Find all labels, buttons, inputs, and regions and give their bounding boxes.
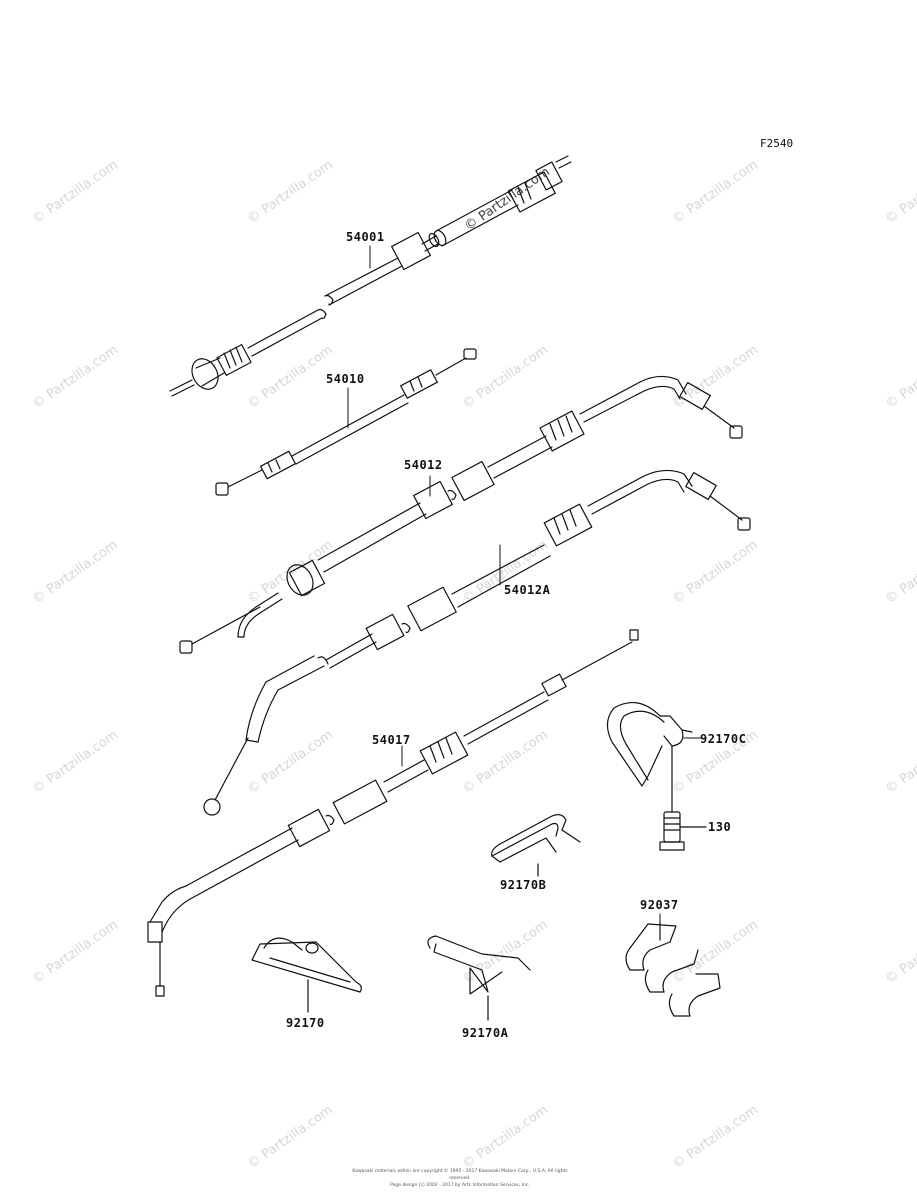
cable-54001 (170, 156, 571, 396)
part-label-92170A[interactable]: 92170A (462, 1026, 509, 1040)
clamp-92170A (428, 936, 530, 1020)
leader-lines (348, 246, 702, 925)
part-label-54001[interactable]: 54001 (346, 230, 385, 244)
part-label-54012A[interactable]: 54012A (504, 583, 551, 597)
cable-54017 (148, 630, 638, 996)
part-label-54012[interactable]: 54012 (404, 458, 443, 472)
cable-54012A (204, 470, 750, 815)
part-label-92170B[interactable]: 92170B (500, 878, 547, 892)
clamp-92170B (492, 815, 580, 876)
clamp-92037 (626, 922, 720, 1016)
copyright-line-1: Kawasaki materials within are copyright … (352, 1169, 568, 1181)
figure-code: F2540 (760, 137, 794, 150)
part-label-130[interactable]: 130 (708, 820, 732, 834)
part-label-54017[interactable]: 54017 (372, 733, 411, 747)
bolt-130 (660, 812, 706, 850)
clamp-92170 (252, 938, 361, 1012)
cable-54012 (180, 376, 742, 653)
copyright-notice: Kawasaki materials within are copyright … (350, 1168, 570, 1189)
copyright-line-2: Page design (c) 2002 - 2017 by Arts Info… (390, 1183, 530, 1188)
part-label-92037[interactable]: 92037 (640, 898, 679, 912)
part-label-92170C[interactable]: 92170C (700, 732, 747, 746)
cable-54010 (216, 349, 476, 495)
part-label-92170[interactable]: 92170 (286, 1016, 325, 1030)
part-label-54010[interactable]: 54010 (326, 372, 365, 386)
clamp-92170C (607, 703, 692, 812)
